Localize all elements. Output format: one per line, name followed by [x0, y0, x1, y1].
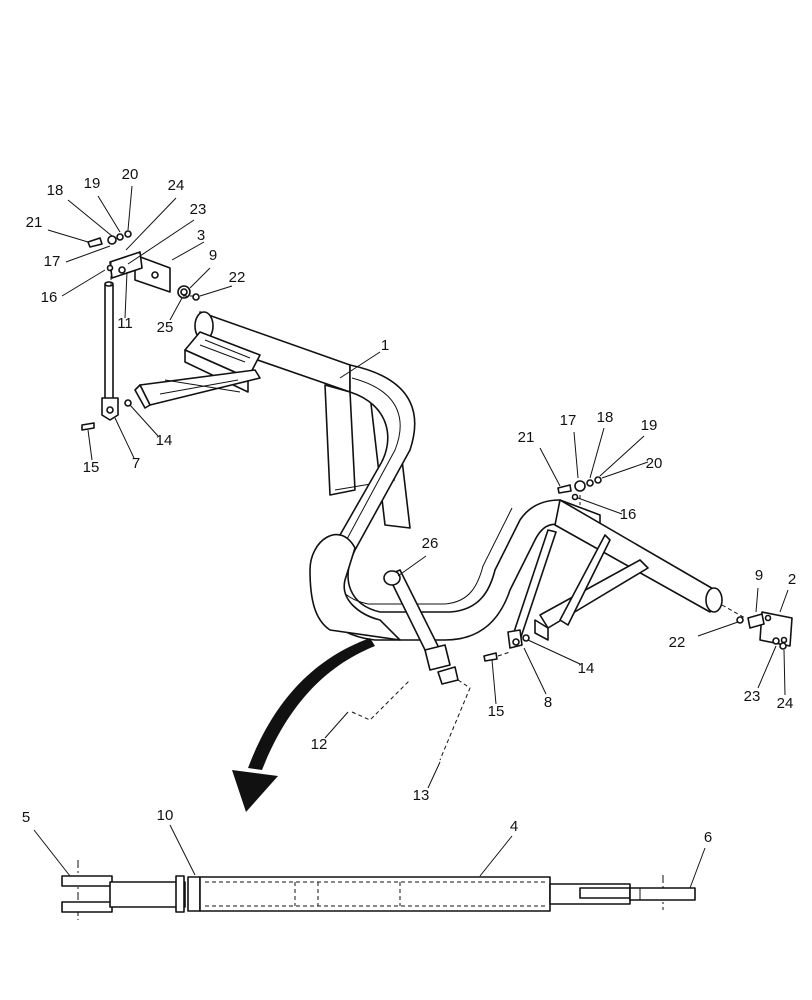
callout-c19a: 19 — [84, 175, 101, 192]
callout-c24b: 24 — [777, 695, 794, 712]
mount-bracket-left — [109, 251, 200, 301]
callout-c25: 25 — [157, 319, 174, 336]
callout-c1: 1 — [381, 337, 389, 354]
callout-c8: 8 — [544, 694, 552, 711]
callout-c14b: 14 — [578, 660, 595, 677]
callout-c9b: 9 — [755, 567, 763, 584]
callout-c16a: 16 — [41, 289, 58, 306]
callout-c22a: 22 — [229, 269, 246, 286]
callout-c23b: 23 — [744, 688, 761, 705]
callout-c14a: 14 — [156, 432, 173, 449]
link-rod-right — [483, 529, 557, 662]
rod-detail-view — [61, 860, 696, 920]
callout-c24a: 24 — [168, 177, 185, 194]
callout-c26: 26 — [422, 535, 439, 552]
callout-c18a: 18 — [47, 182, 64, 199]
callout-c9a: 9 — [209, 247, 217, 264]
callout-c7: 7 — [132, 455, 140, 472]
callout-c16b: 16 — [620, 506, 637, 523]
support-bracket-right — [534, 534, 649, 641]
callout-c15b: 15 — [488, 703, 505, 720]
handlebar-frame — [194, 311, 723, 641]
mount-bracket-right — [736, 611, 793, 650]
callout-c23a: 23 — [190, 201, 207, 218]
callout-c18b: 18 — [597, 409, 614, 426]
callout-c22b: 22 — [669, 634, 686, 651]
callout-c10: 10 — [157, 807, 174, 824]
callout-c21b: 21 — [518, 429, 535, 446]
callout-c4: 4 — [510, 818, 518, 835]
callout-c5: 5 — [22, 809, 30, 826]
callout-c13: 13 — [413, 787, 430, 804]
callout-c15a: 15 — [83, 459, 100, 476]
callout-c20b: 20 — [646, 455, 663, 472]
fasteners-right — [557, 476, 602, 501]
callout-c17b: 17 — [560, 412, 577, 429]
step-bracket-left — [134, 331, 261, 409]
callout-c6: 6 — [704, 829, 712, 846]
callout-c2: 2 — [788, 571, 796, 588]
callout-c17a: 17 — [44, 253, 61, 270]
callout-labels: 1234567899101112131414151516161717181819… — [22, 166, 796, 846]
callout-c12: 12 — [311, 736, 328, 753]
callout-c3: 3 — [197, 227, 205, 244]
leader-lines — [33, 185, 789, 889]
assembly-lines — [110, 262, 746, 761]
link-rod-left — [101, 281, 119, 421]
detail-arrow — [232, 638, 375, 812]
callout-c20a: 20 — [122, 166, 139, 183]
callout-c21a: 21 — [26, 214, 43, 231]
callout-c11: 11 — [117, 315, 133, 332]
adjuster-rod-center — [383, 569, 459, 685]
callout-c19b: 19 — [641, 417, 658, 434]
